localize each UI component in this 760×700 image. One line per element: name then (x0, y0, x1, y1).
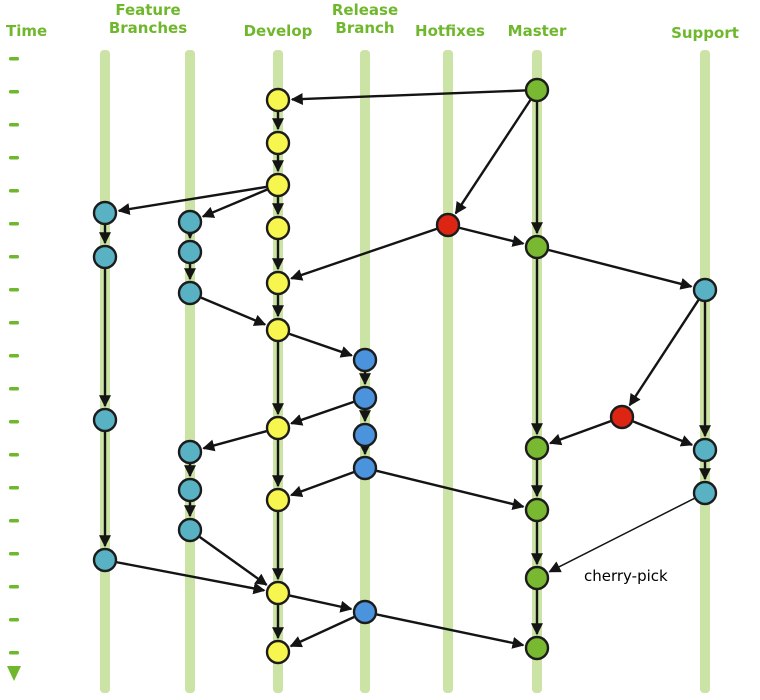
commit-node-d6 (265, 317, 291, 343)
edge-r2-d7 (290, 400, 355, 426)
header-develop: Develop (244, 22, 313, 40)
commit-node-f2d (177, 439, 203, 465)
time-tick (9, 387, 19, 391)
commit-node-r3 (352, 422, 378, 448)
commit-node-s3 (692, 480, 718, 506)
time-tick (9, 255, 19, 259)
time-tick (9, 585, 19, 589)
commit-node-d1 (265, 87, 291, 113)
commit-node-r5 (352, 599, 378, 625)
commit-node-m2 (524, 234, 550, 260)
commit-node-h2 (609, 404, 635, 430)
edge-d3-f1a (117, 185, 267, 215)
time-tick (9, 453, 19, 457)
time-tick (9, 486, 19, 490)
time-tick (9, 189, 19, 193)
lane-feature-2 (185, 50, 195, 693)
commit-node-m5 (524, 565, 550, 591)
commit-node-d3 (265, 172, 291, 198)
commit-node-d4 (265, 215, 291, 241)
edge-f2c-d6 (200, 296, 267, 326)
commit-node-d8 (265, 487, 291, 513)
time-tick (9, 57, 19, 61)
commit-node-r4 (352, 455, 378, 481)
edge-d7-f2d (202, 429, 267, 452)
time-tick (9, 321, 19, 325)
time-tick (9, 420, 19, 424)
commit-node-m3 (524, 435, 550, 461)
edge-f1d-d9 (116, 561, 266, 595)
lane-hotfixes (443, 50, 453, 693)
commit-node-f2e (177, 477, 203, 503)
time-tick (9, 618, 19, 622)
header-time: Time (6, 22, 47, 40)
time-axis-arrow-icon (7, 666, 21, 681)
commit-node-m1 (524, 77, 550, 103)
commit-node-m6 (524, 635, 550, 661)
edge-s3-m5 (548, 497, 695, 573)
edge-h1-d5 (290, 227, 438, 281)
commit-node-d9 (265, 580, 291, 606)
commit-node-f2a (177, 209, 203, 235)
commit-node-d7 (265, 415, 291, 441)
time-tick (9, 222, 19, 226)
commit-node-m4 (524, 497, 550, 523)
edge-f2f-d9 (199, 536, 268, 586)
edge-d9-r5 (289, 594, 353, 613)
commit-node-f2f (177, 517, 203, 543)
commit-node-d2 (265, 130, 291, 156)
edge-m1-h1 (454, 99, 532, 215)
time-tick (9, 123, 19, 127)
edge-r5-m6 (376, 613, 525, 649)
edge-s1-h2 (628, 299, 700, 407)
time-tick (9, 519, 19, 523)
edge-d3-f2a (201, 188, 268, 218)
edge-d6-r1 (288, 332, 353, 358)
edge-h1-m2 (459, 226, 525, 247)
edge-m2-s1 (548, 248, 693, 290)
edge-r4-d8 (290, 471, 355, 498)
edge-r4-m4 (376, 469, 525, 510)
time-tick (9, 90, 19, 94)
header-master: Master (508, 22, 567, 40)
edge-h2-m3 (549, 419, 612, 446)
time-tick (9, 288, 19, 292)
time-tick (9, 354, 19, 358)
edge-r5-d10 (289, 615, 355, 648)
commit-node-f2b (177, 239, 203, 265)
time-tick (9, 156, 19, 160)
commit-node-f1c (92, 407, 118, 433)
header-support: Support (671, 24, 739, 42)
commit-node-f2c (177, 280, 203, 306)
commit-node-s2 (692, 437, 718, 463)
header-hotfixes: Hotfixes (415, 22, 485, 40)
commit-node-f1b (92, 244, 118, 270)
commit-node-r2 (352, 385, 378, 411)
time-tick (9, 651, 19, 655)
time-tick (9, 552, 19, 556)
cherry-pick-label: cherry-pick (584, 567, 668, 585)
commit-node-s1 (692, 277, 718, 303)
commit-node-d5 (265, 270, 291, 296)
commit-node-d10 (265, 639, 291, 665)
commit-node-f1d (92, 547, 118, 573)
commit-node-h1 (435, 212, 461, 238)
commit-node-r1 (352, 347, 378, 373)
edge-m1-d1 (290, 89, 526, 106)
commit-node-f1a (92, 200, 118, 226)
edge-h2-s2 (632, 420, 694, 447)
